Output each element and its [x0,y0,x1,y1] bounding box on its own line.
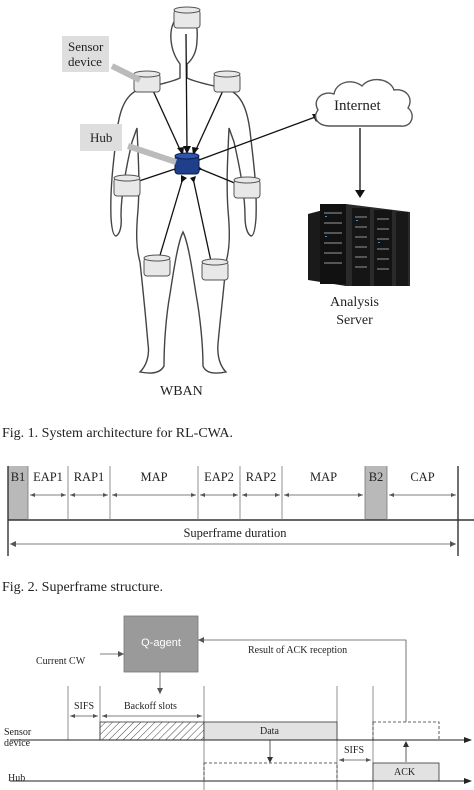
sensor-right-knee [201,258,229,281]
data-frame-label: Data [260,726,279,737]
current-cw-label: Current CW [36,656,86,667]
analysis-server-label: Analysis Server [330,295,379,328]
analysis-server-icon [308,204,410,286]
sensor-left-wrist [113,174,141,197]
segment-b2: B2 [368,470,384,484]
sensor-head [173,6,201,29]
sensor-right-shoulder [213,70,241,93]
callout-pointers [110,63,177,165]
human-body-outline [110,13,257,374]
sensor-device-axis-label: Sensor device [4,727,32,749]
hub-axis-label: Hub [8,773,26,784]
segment-cap: CAP [410,470,435,484]
wban-label: WBAN [160,384,203,399]
segment-map1: MAP [140,470,168,484]
backoff-slots-label: Backoff slots [124,701,177,712]
beacon-b1-fill [8,466,28,520]
beacon-b2-fill [365,466,387,520]
segment-eap1: EAP1 [33,470,63,484]
sensor-left-knee [143,254,171,277]
sifs-label-1: SIFS [74,701,95,712]
hub-callout: Hub [80,124,123,151]
q-agent-label: Q-agent [141,637,181,649]
segment-rap1: RAP1 [73,470,105,484]
fig1-caption: Fig. 1. System architecture for RL-CWA. [2,426,233,441]
sensor-device-callout: Sensor device [62,36,110,72]
hub-device [174,152,200,175]
ack-frame-label: ACK [394,767,416,778]
superframe-duration-label: Superframe duration [150,526,320,541]
sifs-label-2: SIFS [344,745,365,756]
result-ack-label: Result of ACK reception [248,645,348,656]
internet-label: Internet [334,98,381,114]
segment-eap2: EAP2 [204,470,234,484]
segment-b1: B1 [10,470,26,484]
internet-cloud [314,79,413,127]
segment-rap2: RAP2 [245,470,277,484]
system-architecture-diagram [110,6,413,374]
sensor-right-wrist [233,176,261,199]
fig2-caption: Fig. 2. Superframe structure. [2,580,163,595]
segment-map2: MAP [309,470,338,484]
